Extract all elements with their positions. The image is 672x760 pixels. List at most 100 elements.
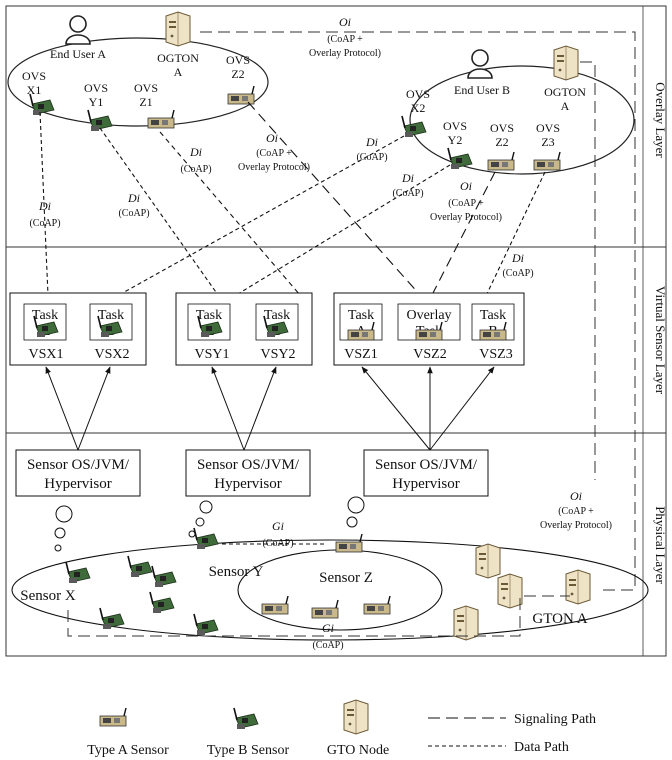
ovs-y1-sensor-icon [87, 109, 113, 132]
legend-type-b-icon [233, 707, 259, 730]
gto-node [453, 605, 479, 641]
gto-node [497, 573, 523, 609]
virtual-layer-label: Virtual Sensor Layer [653, 286, 668, 395]
ovs-y2-line1: OVS [443, 119, 467, 133]
vs-label: VSY2 [260, 347, 295, 362]
signaling-z2r-to-overlay-task [431, 171, 496, 296]
task-label-line1: Task [196, 308, 222, 323]
os-box-x [15, 449, 141, 497]
gton-a-node [565, 569, 591, 605]
data-paths [39, 111, 546, 301]
ovs-z2-left-line2: Z2 [231, 67, 244, 81]
di-label-z3: Di [511, 251, 524, 265]
os-box-z [363, 449, 489, 497]
overlay-ring-left [7, 37, 269, 127]
end-user-a-icon [65, 15, 91, 45]
sensor-x-node [65, 561, 91, 584]
task-label-line1: Task [480, 308, 506, 323]
oi-mid-label: Oi [266, 131, 278, 145]
end-user-a-label: End User A [50, 47, 106, 61]
gi-yz-label: Gi [272, 519, 284, 533]
signaling-path-right [580, 61, 596, 480]
sensor-y-label: Sensor Y [209, 564, 264, 580]
sensor-x-node [99, 607, 125, 630]
sensor-x-label: Sensor X [20, 588, 76, 604]
oi-top-label: Oi [339, 15, 351, 29]
legend-type-a-label: Type A Sensor [87, 743, 169, 758]
physical-network-ring [11, 539, 649, 641]
thought-bubbles [54, 496, 365, 552]
os-box-line2: Hypervisor [214, 476, 282, 492]
task-label-line1: Overlay [406, 308, 451, 323]
gi-yz-coap: (CoAP) [262, 538, 293, 549]
oi-right-coap: (CoAP + [448, 198, 484, 209]
oi-right-label: Oi [460, 179, 472, 193]
di-coap-y1: (CoAP) [118, 208, 149, 219]
ovs-y1-line1: OVS [84, 81, 108, 95]
sensor-x-node [149, 591, 175, 614]
legend-data-label: Data Path [514, 740, 569, 755]
oi-top-overlay: Overlay Protocol) [309, 48, 381, 59]
vs-label: VSY1 [194, 347, 229, 362]
di-label-x1: Di [38, 199, 51, 213]
oi-mid-coap: (CoAP + [256, 148, 292, 159]
vs-label: VSZ2 [413, 347, 446, 362]
ovs-z2-right-line1: OVS [490, 121, 514, 135]
ogton-left-line1: OGTON [157, 51, 199, 65]
os-box-line1: Sensor OS/JVM/ [27, 457, 130, 473]
vs-label: VSZ3 [479, 347, 512, 362]
di-label-y1: Di [127, 191, 140, 205]
legend-type-a-icon [99, 707, 127, 727]
ovs-z3-sensor-icon [533, 151, 561, 171]
os-to-vs-arrows [45, 366, 495, 451]
gton-a-label: GTON A [532, 611, 587, 627]
os-box-line1: Sensor OS/JVM/ [197, 457, 300, 473]
gto-node [475, 543, 501, 579]
di-label-z1: Di [189, 145, 202, 159]
vs-label: VSX1 [28, 347, 63, 362]
di-label-x2: Di [365, 135, 378, 149]
oi-right-overlay: Overlay Protocol) [430, 212, 502, 223]
legend-signaling-label: Signaling Path [514, 712, 596, 727]
sensor-z-ring [237, 549, 443, 631]
ogton-right-line2: A [561, 99, 570, 113]
sensor-z-node [311, 599, 339, 619]
task-label-line1: Task [264, 308, 290, 323]
ovs-z3-line2: Z3 [541, 135, 554, 149]
gi-bottom-label: Gi [322, 621, 334, 635]
signaling-path-right-down [600, 232, 636, 591]
ovs-z3-line1: OVS [536, 121, 560, 135]
sensor-z-node [363, 595, 391, 615]
sensor-z-gateway-node [335, 533, 363, 553]
ovs-x1-line2: X1 [27, 83, 42, 97]
ogton-left-line2: A [174, 65, 183, 79]
oi-physical-overlay: Overlay Protocol) [540, 520, 612, 531]
legend-gto-label: GTO Node [327, 743, 389, 758]
os-box-line2: Hypervisor [392, 476, 460, 492]
diagram-frame [5, 5, 667, 657]
sensor-x-node [193, 613, 219, 636]
sensor-x-node [151, 565, 177, 588]
os-box-line1: Sensor OS/JVM/ [375, 457, 478, 473]
ogton-right-line1: OGTON [544, 85, 586, 99]
end-user-b-label: End User B [454, 83, 510, 97]
ovs-y2-sensor-icon [447, 147, 473, 170]
gi-signaling-bottom [67, 595, 570, 637]
ovs-z2-left-sensor-icon [227, 85, 255, 105]
oi-physical-label: Oi [570, 489, 582, 503]
end-user-b-icon [467, 49, 493, 79]
task-label-line1: Task [32, 308, 58, 323]
ovs-z2-right-sensor-icon [487, 151, 515, 171]
sensor-z-node [261, 595, 289, 615]
ovs-x2-line1: OVS [406, 87, 430, 101]
legend-gto-icon [343, 699, 369, 735]
ovs-x1-sensor-icon [29, 93, 55, 116]
signaling-z2-to-overlay-task [247, 101, 421, 296]
vs-label: VSX2 [94, 347, 129, 362]
oi-mid-overlay: Overlay Protocol) [238, 162, 310, 173]
di-coap-z1: (CoAP) [180, 164, 211, 175]
task-label-line1: Task [348, 308, 374, 323]
di-coap-x1: (CoAP) [29, 218, 60, 229]
